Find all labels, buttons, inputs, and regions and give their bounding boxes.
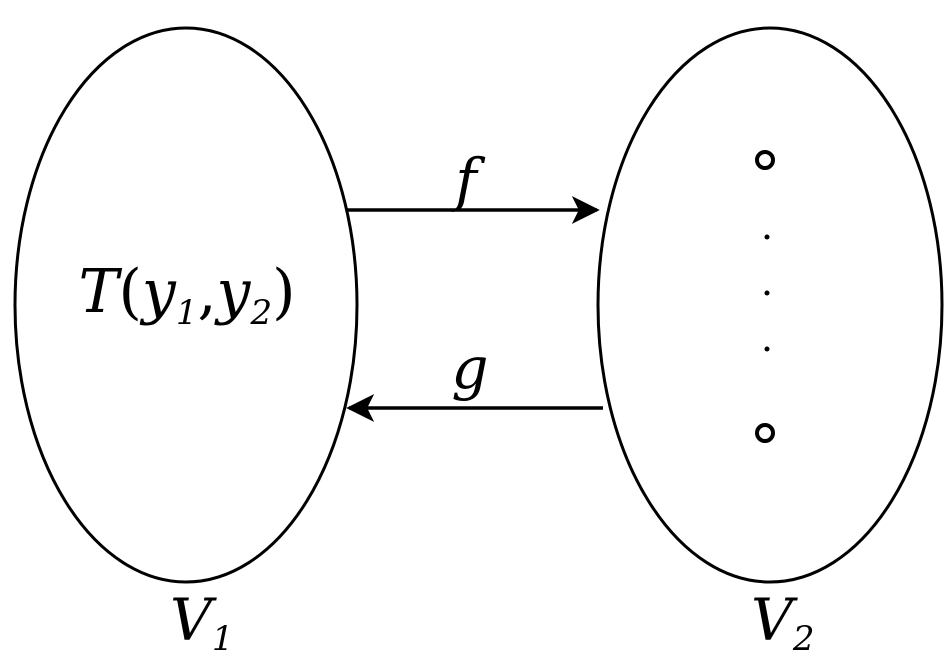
element-first — [755, 150, 775, 170]
label-v2-sub: 2 — [792, 619, 815, 659]
comma: , — [197, 257, 216, 327]
ellipsis-dot-2 — [764, 290, 770, 296]
label-f: f — [451, 146, 486, 214]
open-paren: ( — [119, 257, 142, 327]
ellipsis-dot-3 — [764, 346, 770, 352]
func-symbol: T — [78, 257, 122, 327]
label-v2-main: V — [751, 586, 798, 654]
label-v1: V1 — [170, 586, 234, 659]
label-g: g — [451, 334, 488, 402]
ellipsis-dot-1 — [764, 234, 770, 240]
set-v2-ellipse — [596, 26, 944, 584]
arg1-main: y — [139, 257, 177, 327]
arg2-sub: 2 — [249, 293, 272, 333]
label-v1-sub: 1 — [212, 619, 234, 659]
arg2-main: y — [214, 257, 252, 327]
element-last — [755, 423, 775, 443]
set-v1-contents: T(y1,y2) — [78, 257, 295, 333]
label-v2: V2 — [751, 586, 815, 659]
label-v1-main: V — [170, 586, 217, 654]
set-v1-ellipse — [13, 26, 359, 584]
close-paren: ) — [272, 257, 295, 327]
arg1-sub: 1 — [176, 293, 198, 333]
